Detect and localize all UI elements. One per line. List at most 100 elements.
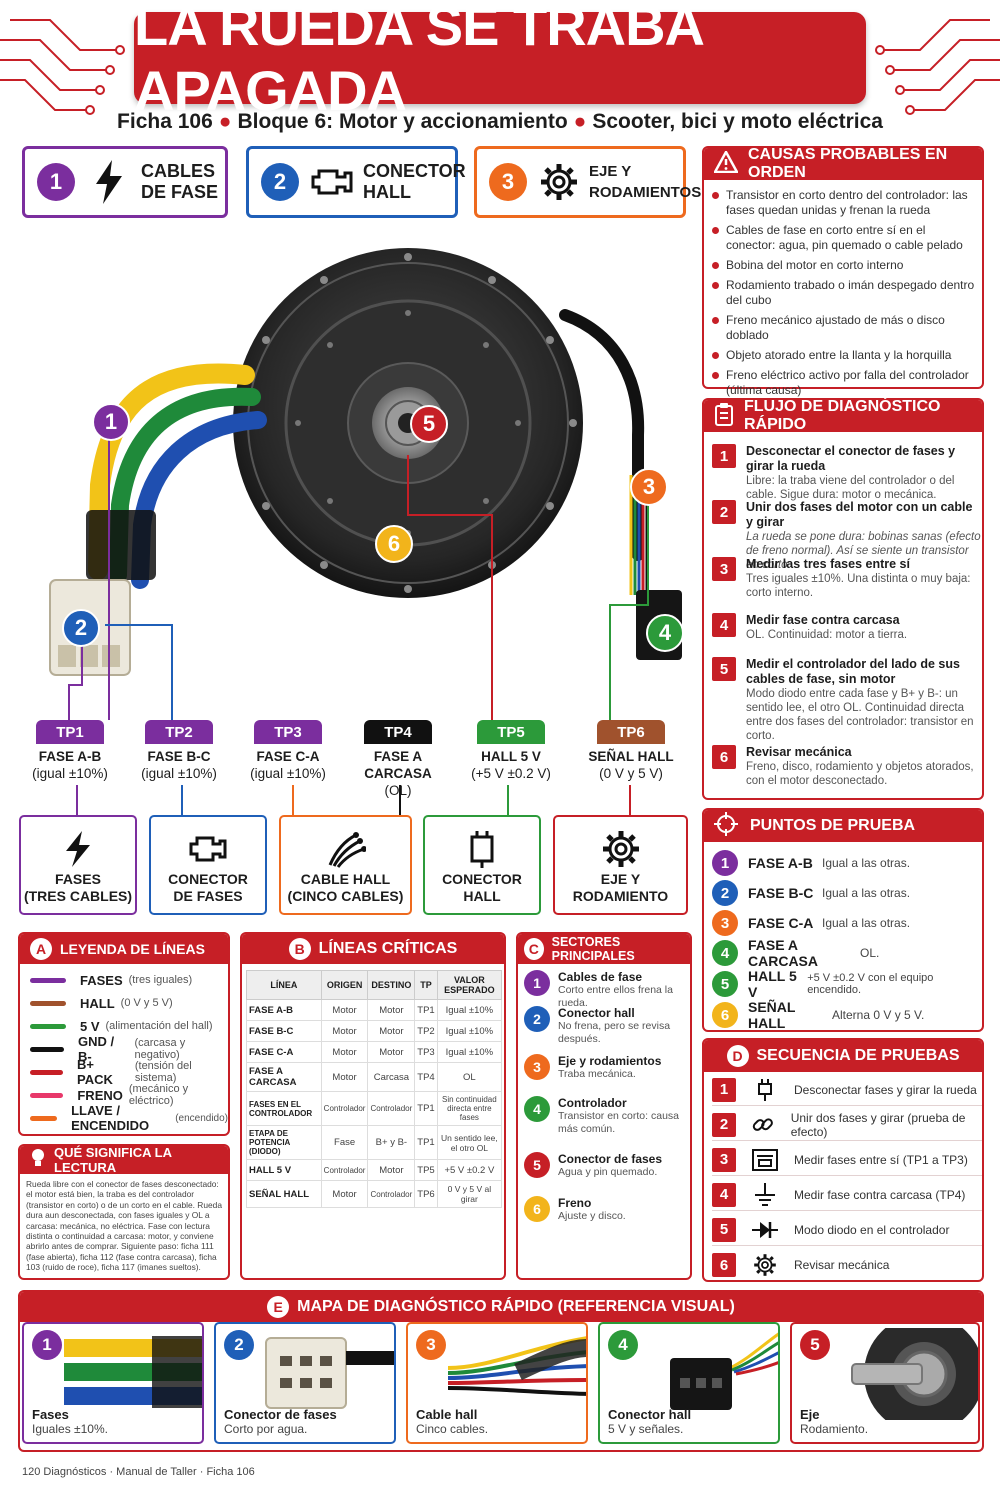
legend-swatch (30, 977, 66, 983)
number-badge: 4 (608, 1330, 638, 1360)
causes-title: CAUSAS PROBABLES EN ORDEN (748, 146, 948, 181)
sequence-text: Medir fase contra carcasa (TP4) (794, 1187, 966, 1202)
marker-brake: 6 (375, 525, 413, 563)
step-desc: Tres iguales ±10%. Una distinta o muy ba… (746, 573, 971, 599)
map-card-desc: Cinco cables. (416, 1422, 489, 1436)
legend-swatch (30, 1069, 64, 1075)
top-box-label: DE FASE (141, 182, 219, 202)
table-cell: Fase (320, 1125, 369, 1160)
box-label: HALL (463, 888, 501, 904)
legend-desc: (alimentación del hall) (105, 1020, 213, 1032)
legend-row: FASES (tres iguales) (30, 970, 192, 990)
step-number: 6 (712, 1253, 736, 1277)
table-cell: TP3 (414, 1041, 438, 1063)
column-header: ORIGEN (320, 970, 369, 1000)
cause-item: Rodamiento trabado o imán despegado dent… (704, 278, 978, 308)
gear-icon (602, 831, 639, 867)
sector-title: Conector de fases (558, 1152, 663, 1166)
map-card-desc: Iguales ±10%. (32, 1422, 108, 1436)
tp-value: (0 V y 5 V) (599, 766, 663, 781)
table-cell: TP1 (414, 999, 438, 1021)
diode-icon (750, 1217, 780, 1243)
marker-phase-connector: 2 (62, 609, 100, 647)
causes-header: CAUSAS PROBABLES EN ORDEN (704, 146, 982, 181)
tp-name: FASE A CARCASA (364, 749, 432, 781)
subtitle-vehicles: Scooter, bici y moto eléctrica (592, 110, 883, 133)
tp6-label: SEÑAL HALL(0 V y 5 V) (576, 748, 686, 782)
box-label: FASES (55, 871, 101, 887)
point-name: FASE A CARCASA (748, 937, 818, 969)
number-badge: 5 (712, 971, 738, 997)
map-card-title: Conector de fases (224, 1407, 337, 1422)
tp3-pill: TP3 (254, 720, 322, 744)
section-letter: E (267, 1296, 290, 1318)
crosshair-icon (714, 811, 738, 841)
table-cell: Motor (320, 1062, 369, 1092)
box-label: (TRES CABLES) (23, 888, 133, 904)
box-phases: FASES(TRES CABLES) (19, 815, 137, 915)
legend-name: HALL (80, 995, 115, 1011)
map-card-desc: 5 V y señales. (608, 1422, 684, 1436)
table-cell: TP1 (414, 1091, 438, 1126)
step-number: 2 (712, 500, 736, 524)
number-badge: 1 (712, 850, 738, 876)
table-cell: Controlador (367, 1180, 416, 1208)
table-cell: Igual ±10% (436, 1041, 503, 1063)
table-cell: B+ y B- (367, 1125, 416, 1160)
number-badge: 4 (524, 1096, 550, 1122)
marker-phase-cables: 1 (92, 403, 130, 441)
points-header: PUNTOS DE PRUEBA (704, 810, 982, 842)
flow-title: FLUJO DE DIAGNÓSTICO RÁPIDO (744, 398, 941, 433)
sector-title: Eje y rodamientos (558, 1054, 662, 1068)
cause-item: Freno eléctrico activo por falla del con… (704, 368, 978, 398)
marker-hall-cable: 3 (630, 468, 668, 506)
legend-desc: (tres iguales) (128, 974, 193, 986)
step-title: Medir el controlador del lado de sus cab… (746, 657, 960, 686)
legend-row: B+ PACK(tensión del sistema) (30, 1057, 228, 1087)
cause-item: Transistor en corto dentro del controlad… (704, 188, 978, 218)
section-letter: C (524, 938, 544, 960)
step-desc: Libre: la traba viene del controlador o … (746, 475, 955, 501)
gear-icon (539, 160, 579, 204)
causes-list: Transistor en corto dentro del controlad… (704, 180, 982, 398)
tp-value: (igual ±10%) (32, 766, 108, 781)
legend-row: FRENO(mecánico y eléctrico) (30, 1083, 228, 1107)
connector-icon (311, 160, 353, 204)
sector-desc: Agua y pin quemado. (558, 1166, 658, 1178)
lightning-icon (87, 160, 131, 204)
column-header: TP (414, 970, 438, 1000)
table-cell: TP6 (414, 1180, 438, 1208)
point-value: OL. (860, 946, 880, 960)
map-card-title: Conector hall (608, 1407, 692, 1422)
phase-connector-photo (265, 1337, 394, 1409)
cause-item: Bobina del motor en corto interno (704, 258, 978, 273)
sector-desc: Corto entre ellos frena la rueda. (558, 984, 673, 1009)
point-value: +5 V ±0.2 V con el equipo encendido. (807, 972, 934, 996)
legend-name: FASES (80, 972, 123, 988)
map-card-title: Fases (32, 1407, 69, 1422)
lightbulb-icon (30, 1148, 46, 1173)
number-badge: 3 (712, 910, 738, 936)
sector-desc: No frena, pero se revisa después. (558, 1020, 671, 1045)
points-title: PUNTOS DE PRUEBA (750, 817, 916, 834)
number-badge: 3 (524, 1054, 550, 1080)
top-box-label: RODAMIENTOS (589, 184, 702, 201)
point-value: Alterna 0 V y 5 V. (832, 1008, 925, 1022)
cause-item: Cables de fase en corto entre sí en el c… (704, 223, 978, 253)
tp4-label: FASE A CARCASA(OL) (343, 748, 453, 799)
bullet-icon: ● (218, 110, 232, 133)
tp1-pill: TP1 (36, 720, 104, 744)
